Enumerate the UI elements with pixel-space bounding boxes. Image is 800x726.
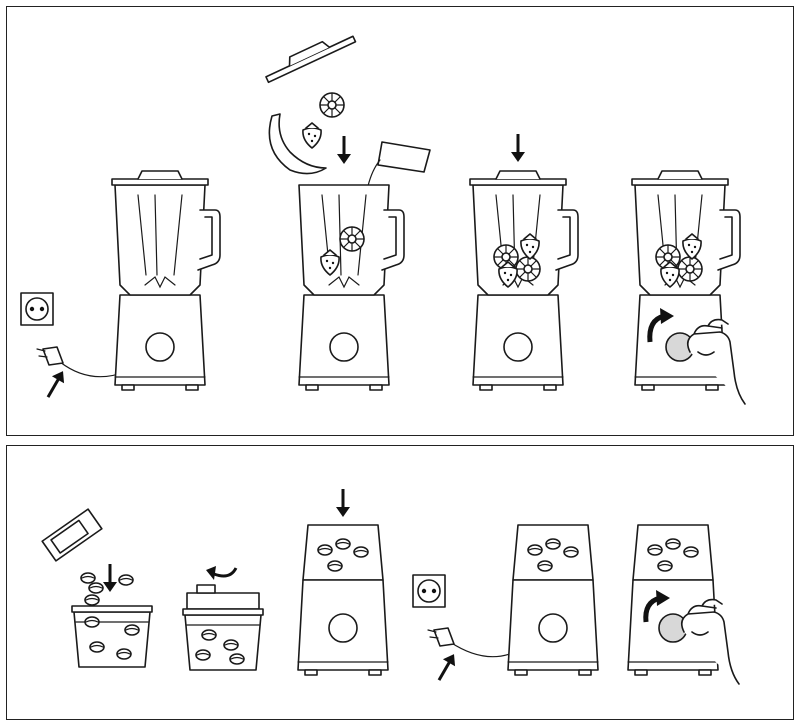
step-plug-in-top <box>20 170 221 398</box>
step-close-lid <box>469 132 579 391</box>
grinder-on-base <box>507 524 599 676</box>
grinder-jar <box>182 584 264 671</box>
lid-icon <box>261 28 357 84</box>
grinder-jar <box>71 605 153 668</box>
curved-arrow-icon <box>647 308 674 343</box>
step-mount-on-base <box>297 487 389 676</box>
strawberry-icon <box>302 122 322 149</box>
power-plug-icon <box>36 346 64 366</box>
step-add-ingredients <box>261 28 431 391</box>
blender <box>469 170 579 391</box>
dial-icon <box>328 613 358 643</box>
up-arrow-icon <box>46 371 65 398</box>
power-socket-icon <box>412 574 446 608</box>
blender <box>111 170 221 391</box>
dial-icon <box>538 613 568 643</box>
dial-icon <box>503 332 533 362</box>
pineapple-slice-icon <box>319 92 345 118</box>
down-arrow-icon <box>101 562 119 594</box>
power-plug-icon <box>427 627 455 647</box>
liquid-glass-icon <box>367 141 431 187</box>
grinder-on-base <box>297 524 389 676</box>
rotate-arrow-icon <box>206 566 238 580</box>
grinder-on-base <box>627 524 719 676</box>
curved-arrow-icon <box>643 590 670 623</box>
step-plug-in-bottom <box>412 524 599 681</box>
down-arrow-icon <box>335 134 353 166</box>
dial-icon <box>145 332 175 362</box>
down-arrow-icon <box>334 487 352 519</box>
banana-icon <box>268 113 327 175</box>
coffee-bean-icon <box>80 572 96 584</box>
step-attach-blade <box>182 566 264 671</box>
blender <box>298 184 405 391</box>
step-turn-dial-top <box>631 170 746 405</box>
down-arrow-icon <box>509 132 527 164</box>
power-socket-icon <box>20 292 54 326</box>
coffee-bag-icon <box>41 508 103 562</box>
dial-icon <box>329 332 359 362</box>
up-arrow-icon <box>437 654 456 681</box>
step-fill-grinder <box>41 508 153 668</box>
step-turn-dial-bottom <box>627 524 740 685</box>
